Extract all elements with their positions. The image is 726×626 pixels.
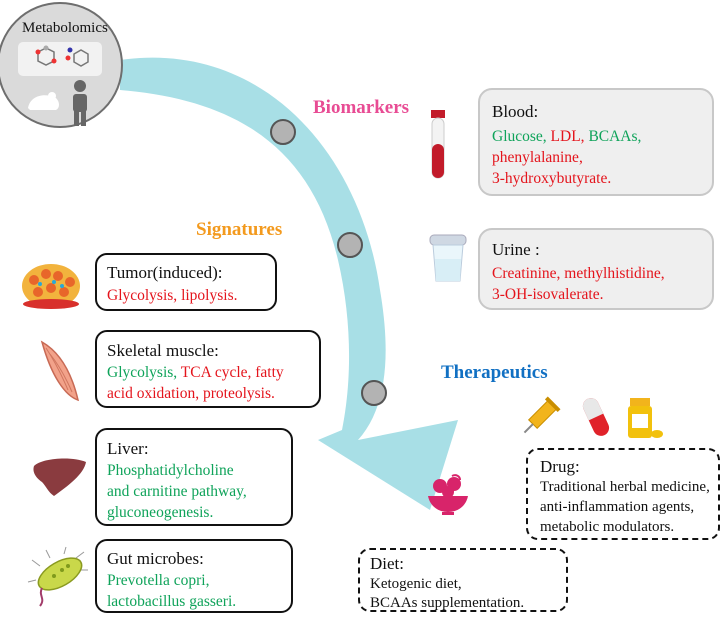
blood-item: BCAAs, <box>588 128 642 145</box>
urine-item: Creatinine, methylhistidine, <box>492 265 665 282</box>
muscle-icon <box>40 340 80 402</box>
muscle-item: Glycolysis, <box>107 364 178 381</box>
molecule-icon <box>35 45 57 66</box>
diet-item: Ketogenic diet, <box>370 576 462 592</box>
capsule-icon <box>582 398 610 436</box>
drug-box: Drug: Traditional herbal medicine, anti-… <box>526 448 720 540</box>
diet-item: BCAAs supplementation. <box>370 595 525 611</box>
signatures-heading: Signatures <box>196 219 283 240</box>
diet-box: Diet: Ketogenic diet, BCAAs supplementat… <box>358 548 568 612</box>
tumor-title: Tumor(induced): <box>107 263 223 282</box>
muscle-title: Skeletal muscle: <box>107 341 219 360</box>
tumor-box: Tumor(induced): Glycolysis, lipolysis. <box>95 253 277 311</box>
blood-item: 3-hydroxybutyrate. <box>492 170 612 187</box>
molecule-icon-2 <box>65 47 89 67</box>
pill-bottle-icon <box>628 398 663 438</box>
muscle-item: fatty <box>255 364 284 381</box>
gut-title: Gut microbes: <box>107 549 204 568</box>
blood-tube-icon <box>431 110 445 179</box>
flow-node-2 <box>337 232 363 258</box>
gut-item: Prevotella copri, <box>107 572 210 589</box>
liver-item: Phosphatidylcholine <box>107 462 234 479</box>
flow-node-3 <box>361 380 387 406</box>
therapeutics-heading: Therapeutics <box>441 362 548 383</box>
liver-item: and carnitine pathway, <box>107 483 247 500</box>
muscle-box: Skeletal muscle: Glycolysis, TCA cycle, … <box>95 330 321 408</box>
drug-item: Traditional herbal medicine, <box>540 479 710 495</box>
person-icon <box>73 80 87 126</box>
urine-cup-icon <box>429 234 467 282</box>
blood-item: Glucose, <box>492 128 547 145</box>
blood-title: Blood: <box>492 102 539 121</box>
muscle-item: TCA cycle, <box>180 364 252 381</box>
liver-item: gluconeogenesis. <box>107 504 214 521</box>
metabolomics-label: Metabolomics <box>22 20 108 36</box>
urine-title: Urine : <box>492 240 540 259</box>
metabolomics-circle <box>0 2 123 128</box>
diet-title: Diet: <box>370 554 404 573</box>
urine-box: Urine : Creatinine, methylhistidine, 3-O… <box>478 228 714 310</box>
metabolomics-panel: Metabolomics <box>0 0 135 135</box>
drug-item: anti-inflammation agents, <box>540 499 695 515</box>
liver-title: Liver: <box>107 439 149 458</box>
muscle-item: proteolysis. <box>203 385 275 402</box>
syringe-icon <box>523 396 561 434</box>
blood-box: Blood: Glucose, LDL, BCAAs, phenylalanin… <box>478 88 714 196</box>
biomarkers-heading: Biomarkers <box>313 97 410 118</box>
drug-item: metabolic modulators. <box>540 519 675 535</box>
gut-box: Gut microbes: Prevotella copri, lactobac… <box>95 539 293 613</box>
tumor-icon <box>22 264 80 309</box>
tumor-item: Glycolysis, <box>107 287 178 304</box>
blood-item: LDL, <box>550 128 585 145</box>
flow-node-1 <box>270 119 296 145</box>
liver-icon <box>33 458 86 496</box>
urine-item: 3-OH-isovalerate. <box>492 286 604 303</box>
liver-box: Liver: Phosphatidylcholine and carnitine… <box>95 428 293 526</box>
blood-item: phenylalanine, <box>492 149 583 166</box>
tumor-item: lipolysis. <box>181 287 238 304</box>
bacteria-icon <box>27 546 88 607</box>
muscle-item: acid oxidation, <box>107 385 200 402</box>
drug-title: Drug: <box>540 457 580 476</box>
fruit-bowl-icon <box>428 474 468 515</box>
gut-item: lactobacillus gasseri. <box>107 593 237 610</box>
